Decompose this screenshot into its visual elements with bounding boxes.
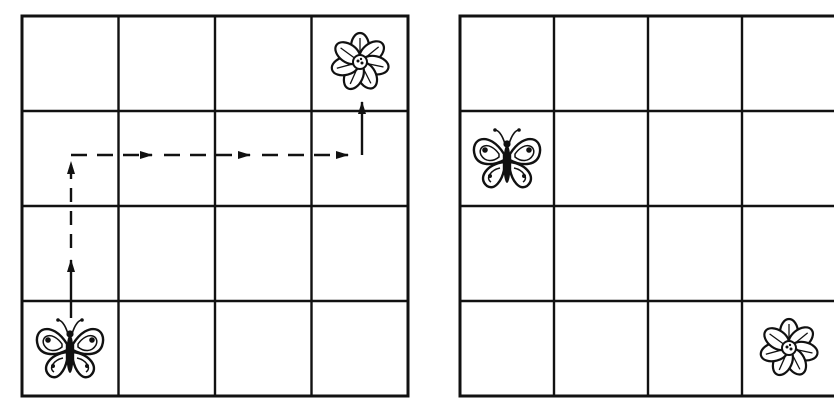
path-arrows <box>71 102 362 318</box>
left-grid-panel <box>22 16 408 396</box>
butterfly-icon <box>37 318 103 377</box>
right-grid-panel <box>460 16 834 396</box>
butterfly-icon <box>474 128 540 187</box>
flower-icon <box>330 33 391 92</box>
flower-icon <box>759 319 820 378</box>
